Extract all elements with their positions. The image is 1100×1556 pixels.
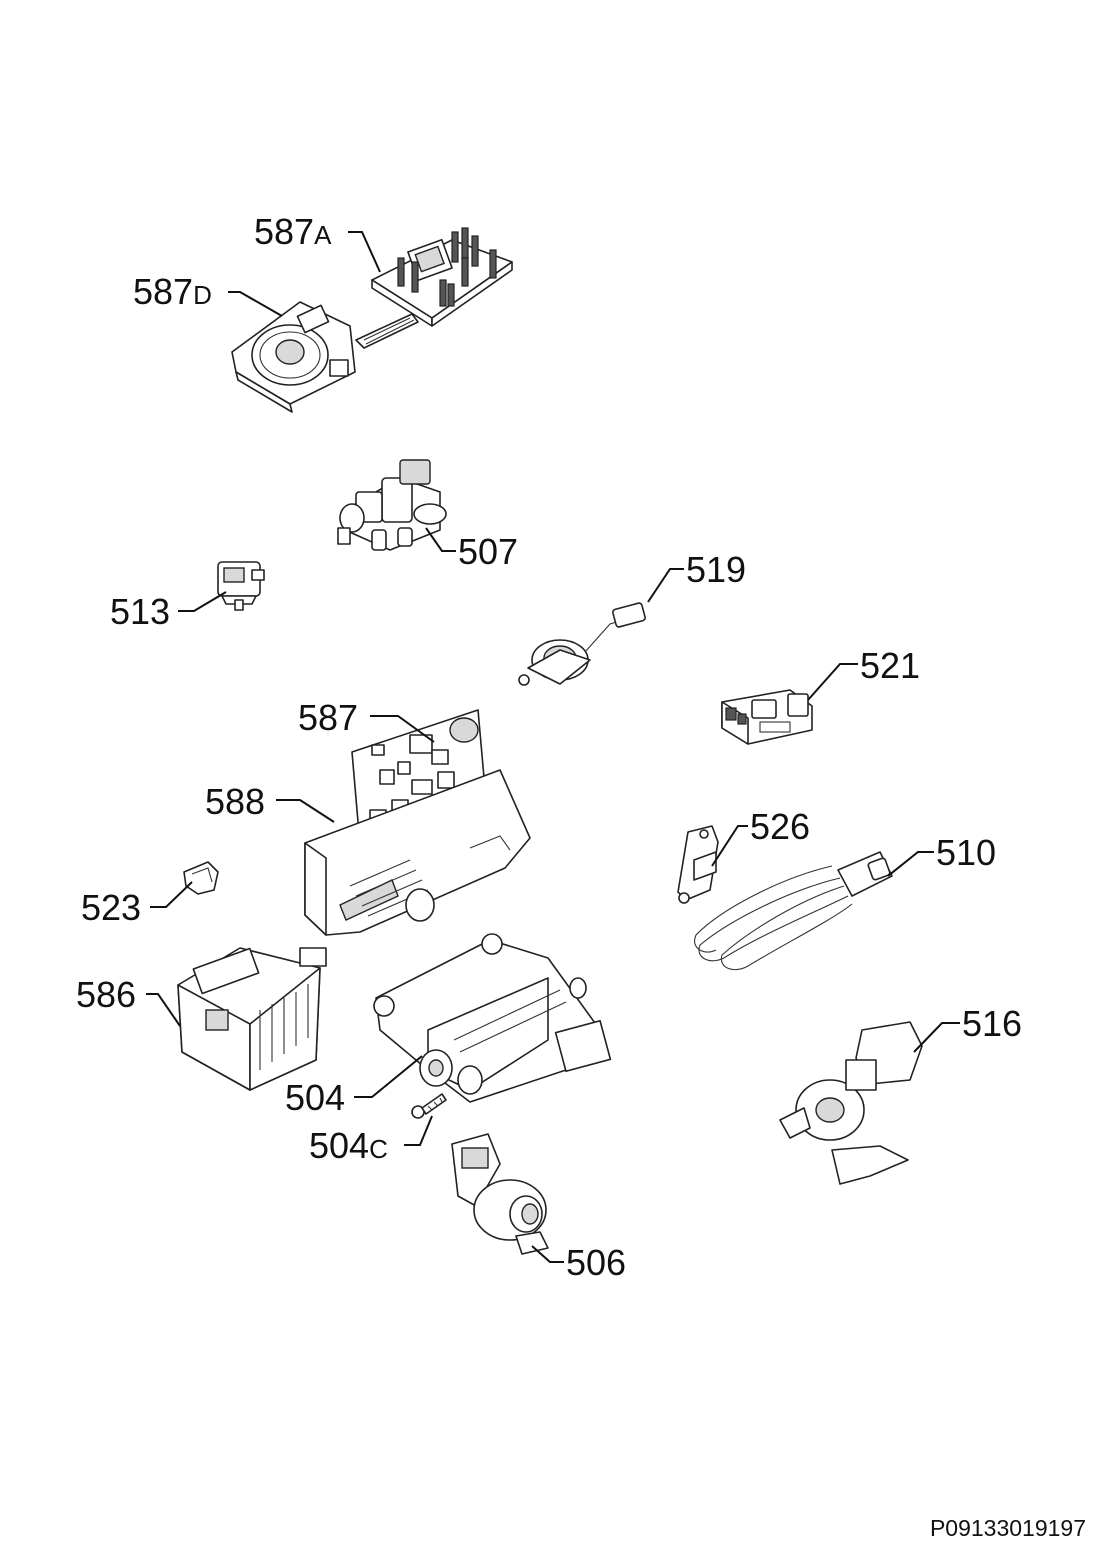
label-513: 513 [110,591,170,632]
label-521: 521 [860,645,920,686]
part-513-pressure-switch [217,561,265,611]
part-507-inlet-valve [337,459,447,551]
label-506: 506 [566,1242,626,1283]
part-510-heating-element [694,851,893,971]
part-521-door-lock [721,689,813,745]
part-516-pump [779,1021,923,1185]
part-586-control-module [177,947,327,1091]
part-labels: 587A 587D 507 513 519 521 587 588 526 51… [76,211,1022,1283]
part-587d-selector-housing [231,301,356,413]
label-504: 504 [285,1077,345,1118]
label-526: 526 [750,806,810,847]
part-504c-screw [411,1093,447,1119]
label-516: 516 [962,1003,1022,1044]
label-587d: 587D [133,271,212,312]
label-510: 510 [936,832,996,873]
leader-lines [146,231,960,1263]
part-587a-board [355,227,513,349]
part-519-sensor [518,602,646,686]
label-507: 507 [458,531,518,572]
label-523: 523 [81,887,141,928]
drawing-code: P09133019197 [930,1515,1086,1541]
part-523-clip [183,861,219,895]
label-588: 588 [205,781,265,822]
part-588-board-housing [304,769,531,936]
label-519: 519 [686,549,746,590]
part-526-bracket [677,825,719,904]
part-506-drain-pump [451,1133,549,1255]
label-586: 586 [76,974,136,1015]
label-504c: 504C [309,1125,388,1166]
part-504-motor [373,933,612,1103]
label-587a: 587A [254,211,332,252]
label-587: 587 [298,697,358,738]
